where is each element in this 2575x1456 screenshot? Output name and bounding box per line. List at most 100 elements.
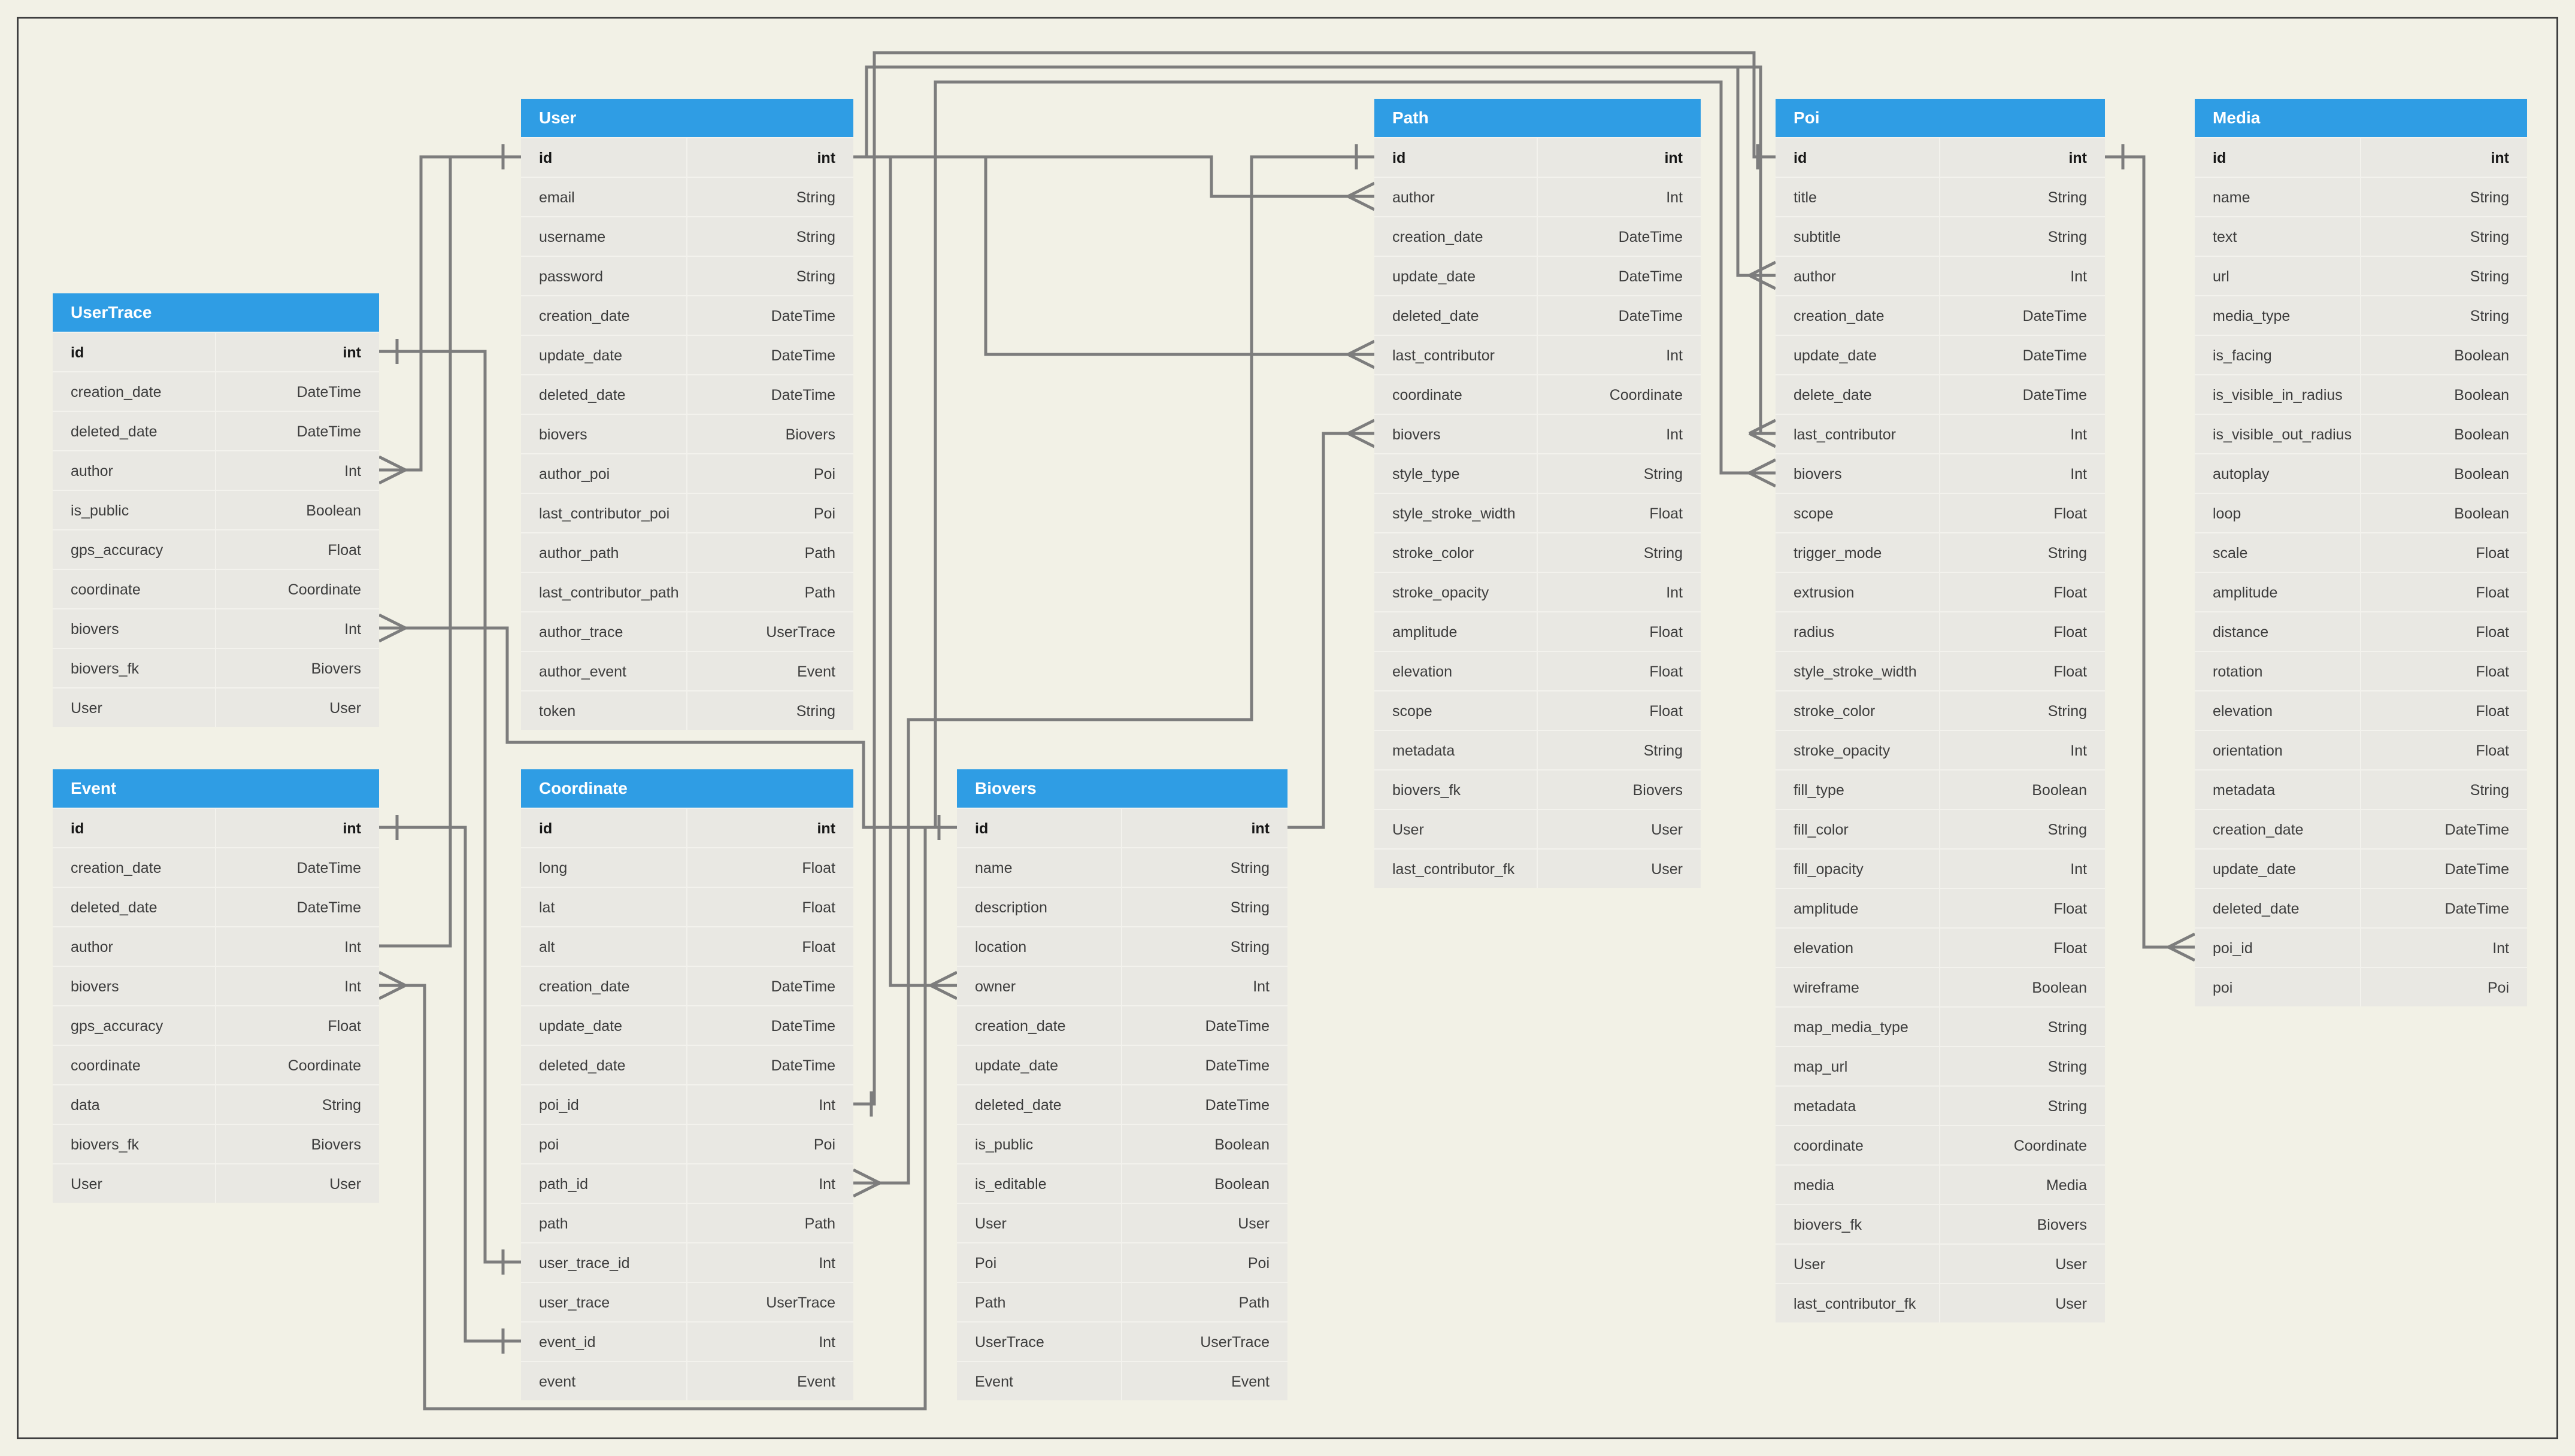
- table-title-poi[interactable]: Poi: [1776, 99, 2105, 137]
- table-title-coordinate[interactable]: Coordinate: [521, 769, 853, 808]
- table-title-event[interactable]: Event: [53, 769, 379, 808]
- table-title-media[interactable]: Media: [2195, 99, 2527, 137]
- table-title-path[interactable]: Path: [1374, 99, 1701, 137]
- table-title-usertrace[interactable]: UserTrace: [53, 293, 379, 332]
